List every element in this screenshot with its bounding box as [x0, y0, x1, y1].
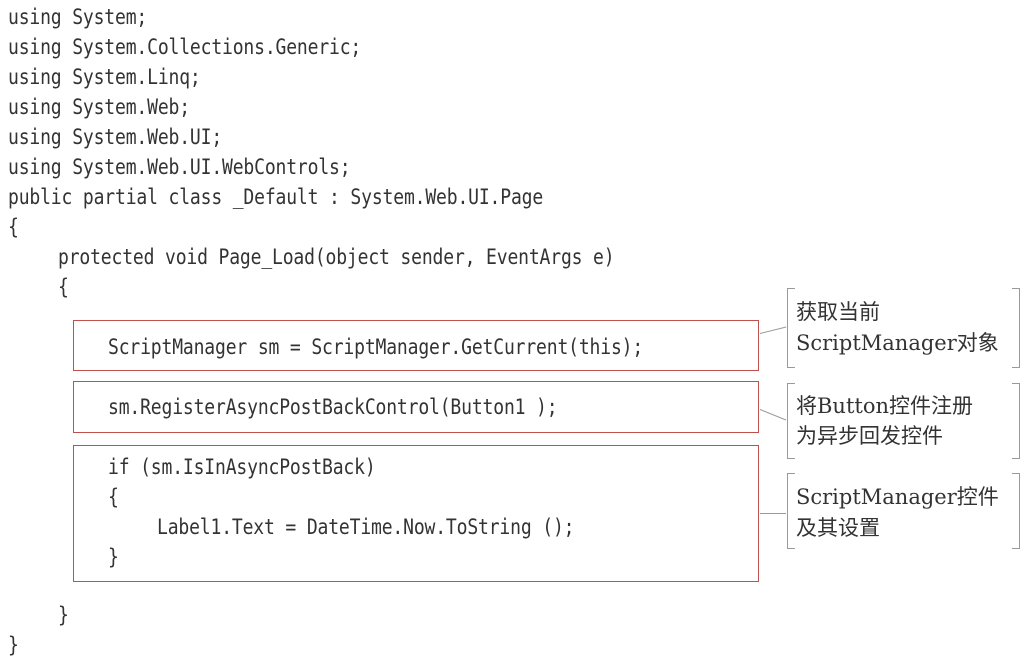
leader-line-settings	[760, 513, 786, 514]
leader-line-register	[759, 409, 787, 421]
code-line-if-async: if (sm.IsInAsyncPostBack)	[108, 455, 376, 479]
code-line-class-open-brace: {	[8, 215, 19, 239]
highlight-box-settings	[73, 445, 759, 582]
annotation-bracket-left-get-current	[787, 288, 795, 368]
code-line-method-close-brace: }	[58, 603, 69, 627]
code-line-using-linq: using System.Linq;	[8, 65, 201, 89]
code-line-method-open-brace: {	[58, 275, 69, 299]
code-line-register-control: sm.RegisterAsyncPostBackControl(Button1 …	[108, 395, 558, 419]
highlight-box-register	[73, 381, 759, 433]
annotation-bracket-right-register	[1012, 383, 1020, 459]
code-line-using-webcontrols: using System.Web.UI.WebControls;	[8, 155, 351, 179]
annotation-settings-line1: ScriptManager控件	[796, 485, 999, 509]
code-line-class-close-brace: }	[8, 633, 19, 657]
code-line-get-current: ScriptManager sm = ScriptManager.GetCurr…	[108, 335, 644, 359]
code-line-using-web-ui: using System.Web.UI;	[8, 125, 223, 149]
annotation-get-current-line1: 获取当前	[796, 300, 880, 324]
code-line-if-open-brace: {	[108, 485, 119, 509]
annotation-bracket-left-register	[787, 383, 795, 459]
annotation-get-current-line2: ScriptManager对象	[796, 331, 999, 355]
code-line-label-text: Label1.Text = DateTime.Now.ToString ();	[157, 515, 575, 539]
annotation-bracket-left-settings	[787, 473, 795, 549]
code-line-using-collections: using System.Collections.Generic;	[8, 35, 362, 59]
annotation-bracket-right-get-current	[1012, 288, 1020, 368]
leader-line-get-current	[759, 326, 787, 334]
code-line-class-declaration: public partial class _Default : System.W…	[8, 185, 544, 209]
code-line-if-close-brace: }	[108, 545, 119, 569]
code-line-using-system: using System;	[8, 5, 148, 29]
annotation-bracket-right-settings	[1012, 473, 1020, 549]
highlight-box-get-current	[73, 320, 759, 371]
annotation-register-line1: 将Button控件注册	[796, 394, 974, 418]
code-line-using-web: using System.Web;	[8, 95, 190, 119]
annotation-settings-line2: 及其设置	[796, 516, 880, 540]
code-line-method-declaration: protected void Page_Load(object sender, …	[58, 245, 615, 269]
annotation-register-line2: 为异步回发控件	[796, 424, 943, 448]
